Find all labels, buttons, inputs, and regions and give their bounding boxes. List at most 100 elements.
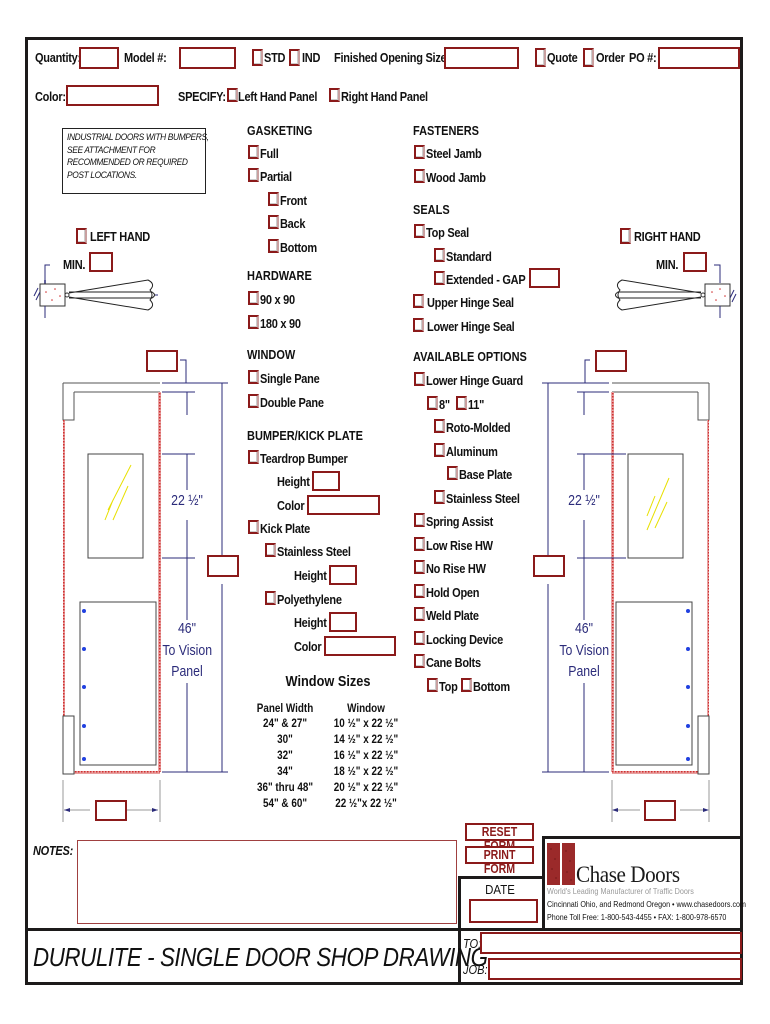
extended-gap-checkbox[interactable] <box>434 271 445 285</box>
top-seal-checkbox[interactable] <box>414 224 425 238</box>
left-door-elevation <box>62 359 228 822</box>
standard-seal-checkbox[interactable] <box>434 248 445 262</box>
quantity-field[interactable] <box>79 47 119 69</box>
base-plate-checkbox[interactable] <box>447 466 458 480</box>
kick-plate-checkbox[interactable] <box>248 520 259 534</box>
teardrop-height-field[interactable] <box>312 471 340 491</box>
left-min-field[interactable] <box>89 252 113 272</box>
kick-polyethylene-checkbox[interactable] <box>265 591 276 605</box>
cane-top-checkbox[interactable] <box>427 678 438 692</box>
stainless-height-field[interactable] <box>329 565 357 585</box>
polyethylene-height-field[interactable] <box>329 612 357 632</box>
brand-tagline: World's Leading Manufacturer of Traffic … <box>547 886 694 896</box>
cane-bottom-checkbox[interactable] <box>461 678 472 692</box>
steel-jamb-label: Steel Jamb <box>426 147 482 161</box>
gasketing-full-label: Full <box>260 147 279 161</box>
std-checkbox[interactable] <box>252 49 263 66</box>
guard-11-checkbox[interactable] <box>456 396 467 410</box>
extended-gap-label: Extended - GAP <box>446 273 526 287</box>
order-checkbox[interactable] <box>583 48 594 67</box>
ind-checkbox[interactable] <box>289 49 300 66</box>
date-field[interactable] <box>469 899 538 923</box>
steel-jamb-checkbox[interactable] <box>414 145 425 159</box>
right-min-field[interactable] <box>683 252 707 272</box>
brand-phone: Phone Toll Free: 1-800-543-4455 • FAX: 1… <box>547 912 727 922</box>
to-field[interactable] <box>480 932 742 954</box>
hardware-180x90-checkbox[interactable] <box>248 315 259 329</box>
hardware-90x90-checkbox[interactable] <box>248 291 259 305</box>
reset-form-button[interactable]: RESET FORM <box>465 823 534 853</box>
table-cell-window: 16 ½" x 22 ½" <box>333 750 399 762</box>
gasketing-full-checkbox[interactable] <box>248 145 259 159</box>
no-rise-hw-checkbox[interactable] <box>414 560 425 574</box>
left-top-gap-field[interactable] <box>146 350 178 372</box>
aluminum-checkbox[interactable] <box>434 443 445 457</box>
hold-open-checkbox[interactable] <box>414 584 425 598</box>
window-double-checkbox[interactable] <box>248 394 259 408</box>
table-cell-panel: 30" <box>277 734 293 746</box>
gasketing-front-checkbox[interactable] <box>268 192 279 206</box>
roto-molded-label: Roto-Molded <box>446 421 511 435</box>
roto-molded-checkbox[interactable] <box>434 419 445 433</box>
right-hand-panel-checkbox[interactable] <box>329 88 340 102</box>
right-vision-label-1: To Vision <box>559 642 610 659</box>
teardrop-color-field[interactable] <box>307 495 380 515</box>
teardrop-bumper-checkbox[interactable] <box>248 450 259 464</box>
quote-checkbox[interactable] <box>535 48 546 67</box>
notes-label: NOTES: <box>33 844 73 858</box>
upper-hinge-seal-checkbox[interactable] <box>413 294 424 308</box>
gasketing-partial-checkbox[interactable] <box>248 168 259 182</box>
table-cell-panel: 32" <box>277 750 293 762</box>
lower-hinge-guard-checkbox[interactable] <box>414 372 425 386</box>
gasketing-bottom-checkbox[interactable] <box>268 239 279 253</box>
left-hand-checkbox[interactable] <box>76 228 87 244</box>
spring-assist-label: Spring Assist <box>426 515 494 529</box>
window-single-checkbox[interactable] <box>248 370 259 384</box>
po-field[interactable] <box>658 47 740 69</box>
extended-gap-field[interactable] <box>529 268 560 288</box>
right-door-height-field[interactable] <box>533 555 565 577</box>
left-door-height-field[interactable] <box>207 555 239 577</box>
locking-device-checkbox[interactable] <box>414 631 425 645</box>
right-min-label: MIN. <box>656 258 679 272</box>
gasketing-back-checkbox[interactable] <box>268 215 279 229</box>
window-single-label: Single Pane <box>260 372 320 386</box>
cane-bolts-checkbox[interactable] <box>414 654 425 668</box>
cane-top-label: Top <box>439 680 458 694</box>
notes-field[interactable] <box>77 840 457 924</box>
hardware-90x90-label: 90 x 90 <box>260 293 295 307</box>
model-field[interactable] <box>179 47 236 69</box>
color-field[interactable] <box>66 85 159 106</box>
option-stainless-checkbox[interactable] <box>434 490 445 504</box>
job-field[interactable] <box>488 958 742 980</box>
right-width-field[interactable] <box>644 800 676 821</box>
notice-line: SEE ATTACHMENT FOR <box>67 144 156 156</box>
brand-address: Cincinnati Ohio, and Redmond Oregon • ww… <box>547 899 746 909</box>
specify-label: SPECIFY: <box>178 90 226 104</box>
right-top-gap-field[interactable] <box>595 350 627 372</box>
brand-top-divider <box>542 836 743 839</box>
low-rise-hw-checkbox[interactable] <box>414 537 425 551</box>
wood-jamb-checkbox[interactable] <box>414 169 425 183</box>
finished-opening-field[interactable] <box>444 47 519 69</box>
options-heading: AVAILABLE OPTIONS <box>413 350 527 364</box>
print-form-button[interactable]: PRINT FORM <box>465 846 534 876</box>
quantity-label: Quantity: <box>35 51 81 65</box>
weld-plate-checkbox[interactable] <box>414 607 425 621</box>
spring-assist-checkbox[interactable] <box>414 513 425 527</box>
polyethylene-color-field[interactable] <box>324 636 396 656</box>
right-hand-checkbox[interactable] <box>620 228 631 244</box>
kick-stainless-checkbox[interactable] <box>265 543 276 557</box>
lower-hinge-seal-checkbox[interactable] <box>413 318 424 332</box>
bumper-heading: BUMPER/KICK PLATE <box>247 429 363 443</box>
left-hand-panel-checkbox[interactable] <box>227 88 238 102</box>
guard-8-checkbox[interactable] <box>427 396 438 410</box>
base-plate-label: Base Plate <box>459 468 513 482</box>
locking-device-label: Locking Device <box>426 633 503 647</box>
gasketing-bottom-label: Bottom <box>280 241 317 255</box>
col-header-window: Window <box>347 703 385 715</box>
order-label: Order <box>596 51 625 65</box>
left-width-field[interactable] <box>95 800 127 821</box>
option-stainless-label: Stainless Steel <box>446 492 520 506</box>
